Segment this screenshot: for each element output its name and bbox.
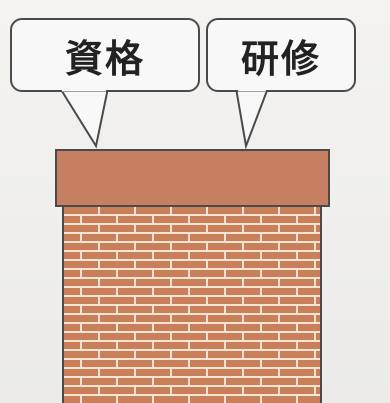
speech-bubble-left-label: 資格 [64, 36, 145, 81]
chimney-cap [55, 149, 330, 207]
speech-bubble-right-label: 研修 [240, 36, 321, 81]
chimney-body [62, 205, 322, 403]
speech-bubble-right: 研修 [206, 18, 356, 92]
